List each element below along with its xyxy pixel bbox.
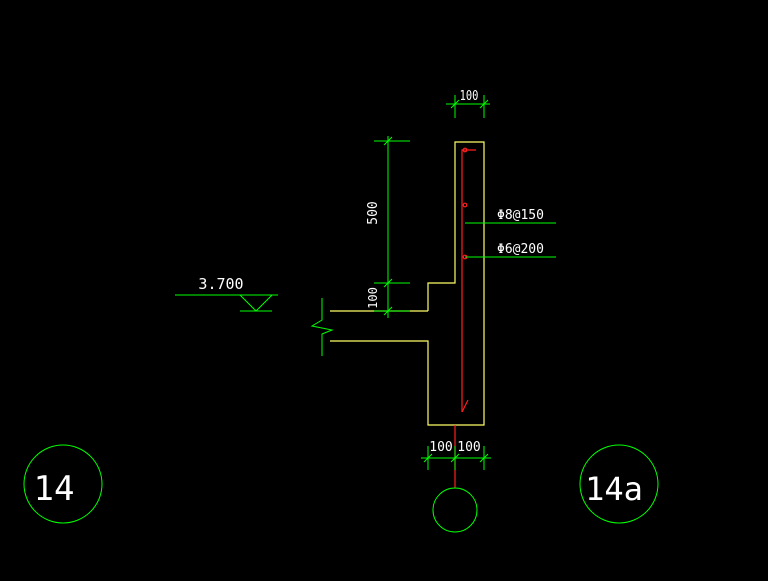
dim-vertical-tick (383, 278, 393, 288)
detail-marker-left-label: 14 (34, 469, 75, 509)
dimension-lines (23, 95, 659, 533)
detail-marker-right-circle (579, 444, 659, 524)
upright-outline (330, 141, 485, 426)
rebar-group (454, 147, 476, 488)
rebar-hook (461, 399, 469, 413)
detail-marker-left-circle (23, 444, 103, 524)
elevation-label: 3.700 (198, 275, 243, 293)
dim-parapet-height-label: 500 (366, 201, 381, 224)
dim-top-tick (450, 99, 460, 109)
rebar-callout-lower: Φ6@200 (497, 242, 544, 257)
dim-top-tick (479, 99, 489, 109)
dim-bottom-tick (423, 453, 433, 463)
main-rebar (461, 149, 476, 412)
dim-vertical-tick (383, 136, 393, 146)
dim-vertical-tick (383, 306, 393, 316)
dim-bottom-right-label: 100 (457, 440, 480, 455)
text-labels: 100 500 100 100 100 3.700 Φ8@150 Φ6@200 … (34, 88, 643, 509)
detail-marker-bottom-circle (432, 487, 478, 533)
dim-bottom-left-label: 100 (429, 440, 452, 455)
dim-top-label: 100 (460, 88, 479, 103)
rebar-dot (462, 202, 468, 208)
dim-slab-thickness-label: 100 (366, 287, 380, 309)
rebar-dot (462, 147, 468, 153)
dim-bottom-tick (479, 453, 489, 463)
elevation-triangle (239, 294, 273, 312)
detail-marker-right-label: 14a (585, 470, 643, 508)
break-line (310, 298, 334, 356)
rebar-callout-upper: Φ8@150 (497, 208, 544, 223)
dim-bottom-tick (450, 453, 460, 463)
